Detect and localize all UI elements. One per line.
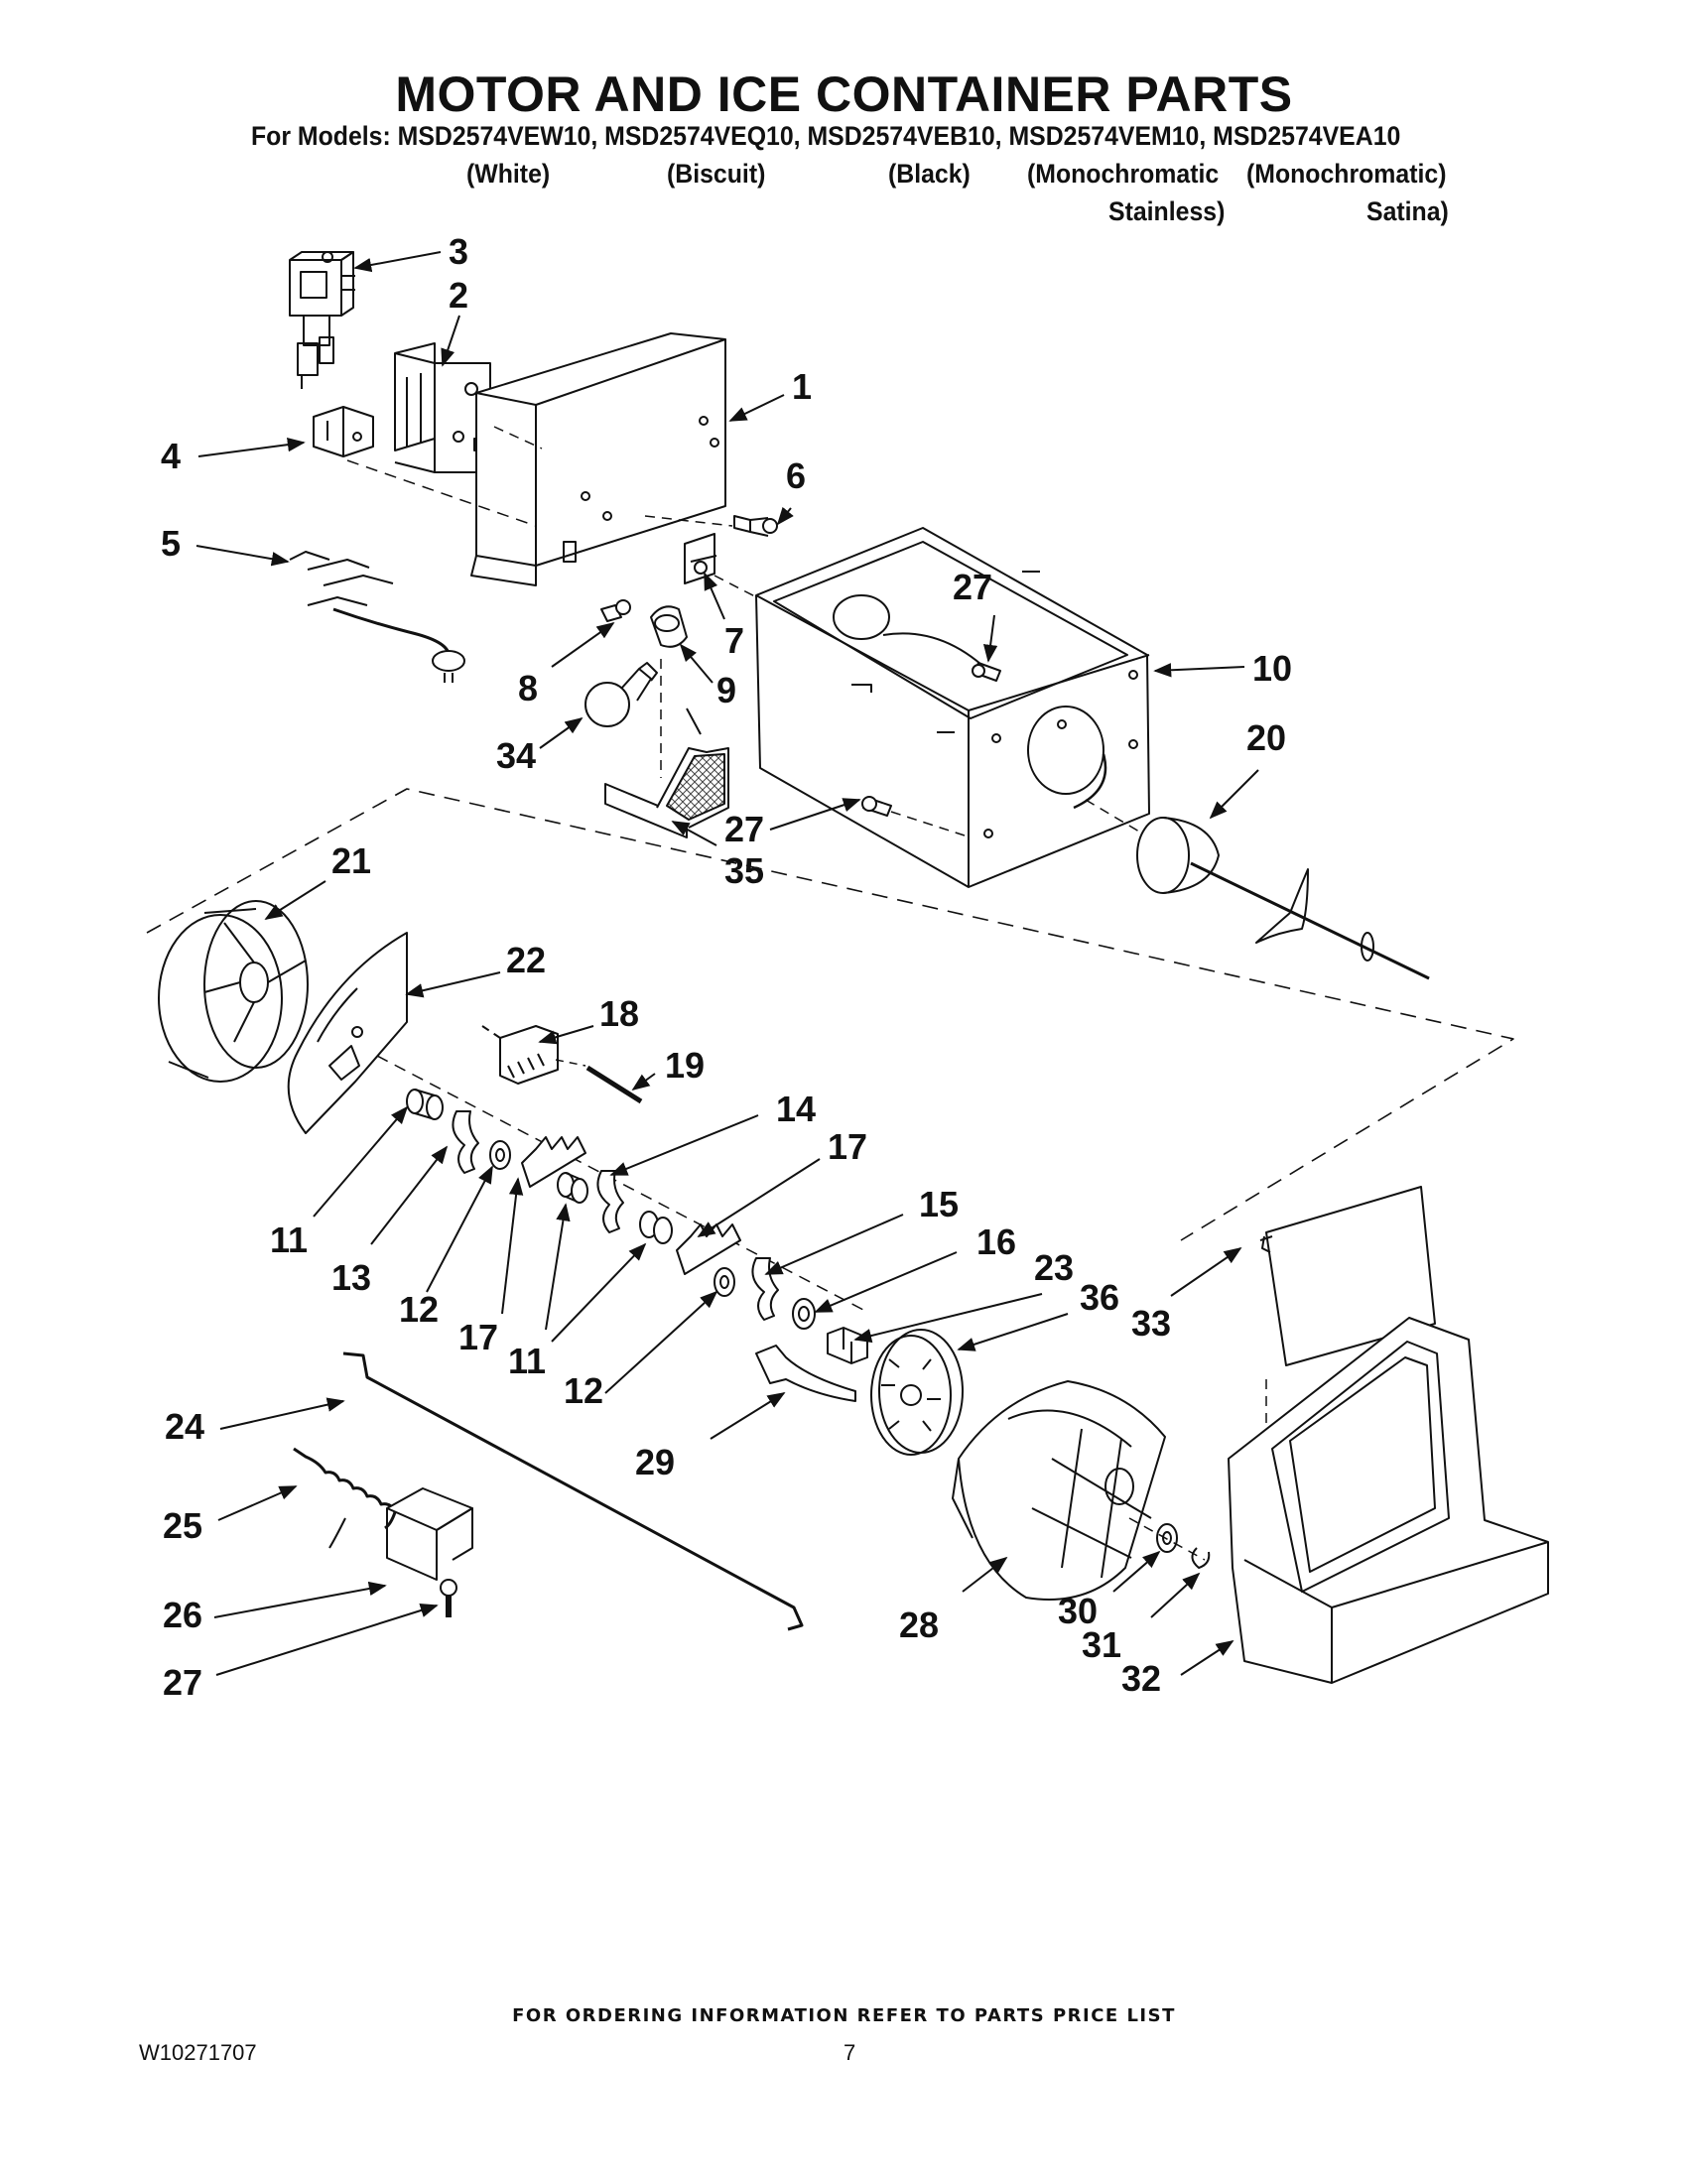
callout-9: 9 — [716, 670, 736, 710]
part-17-blade-a — [521, 1136, 586, 1188]
callout-2: 2 — [449, 275, 468, 316]
callout-16: 16 — [976, 1221, 1016, 1262]
callout-3: 3 — [449, 231, 468, 272]
part-32-front-housing — [1228, 1317, 1549, 1684]
part-27-screw-a — [972, 662, 1001, 682]
callout-25: 25 — [163, 1505, 202, 1546]
callout-20: 20 — [1246, 717, 1286, 758]
callout-6: 6 — [786, 455, 806, 496]
callout-27-a: 27 — [953, 567, 992, 607]
callout-8: 8 — [518, 668, 538, 708]
page-number: 7 — [844, 2040, 856, 2065]
callout-21: 21 — [331, 840, 371, 881]
part-25-spring — [293, 1447, 397, 1549]
part-27-screw-b — [861, 796, 892, 817]
part-15-blade — [751, 1257, 779, 1321]
callout-18: 18 — [599, 993, 639, 1034]
part-31-clip — [1191, 1547, 1211, 1569]
callout-34: 34 — [496, 735, 536, 776]
callout-11-a: 11 — [270, 1220, 308, 1260]
part-9-socket — [650, 605, 688, 648]
callout-4: 4 — [161, 436, 181, 476]
part-11-spacer-b — [557, 1172, 588, 1204]
callout-15: 15 — [919, 1184, 959, 1224]
part-33-door — [1259, 1186, 1436, 1366]
variant-black: (Black) — [888, 159, 971, 189]
callout-27-b: 27 — [724, 809, 764, 849]
part-11-spacer-c — [639, 1211, 673, 1244]
callout-5: 5 — [161, 523, 181, 564]
callout-26: 26 — [163, 1595, 202, 1635]
part-7-bracket — [684, 533, 717, 584]
callout-19: 19 — [665, 1045, 705, 1086]
variant-monochromatic-stainless: (Monochromatic — [1027, 159, 1220, 189]
page-title: MOTOR AND ICE CONTAINER PARTS — [395, 66, 1293, 122]
callout-36: 36 — [1080, 1277, 1119, 1318]
callout-17-a: 17 — [458, 1317, 498, 1357]
variant-biscuit: (Biscuit) — [667, 159, 766, 189]
callout-1: 1 — [792, 366, 812, 407]
callout-12-b: 12 — [564, 1370, 603, 1411]
part-27-screw-c — [440, 1579, 457, 1617]
part-24-rod — [342, 1351, 804, 1631]
part-16-washer — [792, 1298, 816, 1330]
callout-17-b: 17 — [828, 1126, 867, 1167]
part-22-plate — [287, 932, 408, 1134]
part-34-bulb — [584, 662, 658, 727]
callout-13: 13 — [331, 1257, 371, 1298]
part-6-screw — [733, 515, 778, 537]
part-19-pin — [585, 1065, 643, 1104]
part-12-washer-a — [489, 1140, 511, 1170]
callout-30: 30 — [1058, 1591, 1098, 1631]
callout-11-b: 11 — [508, 1341, 546, 1381]
part-1-housing — [470, 332, 726, 586]
ordering-note: FOR ORDERING INFORMATION REFER TO PARTS … — [512, 2005, 1176, 2026]
document-number: W10271707 — [139, 2040, 257, 2065]
callout-14: 14 — [776, 1089, 816, 1129]
variant-white: (White) — [466, 159, 551, 189]
variant-stainless-line2: Stainless) — [1108, 196, 1226, 226]
part-18-crusher — [481, 1025, 559, 1085]
part-29-bracket — [755, 1345, 856, 1402]
callout-10: 10 — [1252, 648, 1292, 689]
part-28-motor-housing — [952, 1380, 1166, 1601]
variant-satina-line2: Satina) — [1366, 196, 1449, 226]
callout-23: 23 — [1034, 1247, 1074, 1288]
part-13-blade — [452, 1110, 479, 1174]
assembly-outline — [146, 788, 1514, 1241]
callout-29: 29 — [635, 1442, 675, 1482]
callout-33: 33 — [1131, 1303, 1171, 1344]
part-4-bracket — [313, 406, 374, 457]
callout-28: 28 — [899, 1605, 939, 1645]
part-26-cover — [386, 1487, 473, 1581]
part-17-blade-b — [676, 1223, 741, 1275]
part-20-auger — [1136, 817, 1430, 980]
part-2-motor — [394, 342, 495, 473]
callout-32: 32 — [1121, 1658, 1161, 1699]
callout-31: 31 — [1082, 1624, 1121, 1665]
part-35-light-cover — [604, 707, 729, 838]
part-10-ice-container — [755, 527, 1150, 888]
part-30-washer — [1156, 1523, 1178, 1553]
part-21-drum — [158, 900, 309, 1083]
models-line: For Models: MSD2574VEW10, MSD2574VEQ10, … — [251, 121, 1401, 151]
part-23-coupler — [827, 1327, 868, 1364]
variant-monochromatic-satina: (Monochromatic) — [1246, 159, 1447, 189]
callout-35: 35 — [724, 850, 764, 891]
part-11-spacer-a — [406, 1089, 444, 1120]
part-36-gear-plate — [870, 1329, 964, 1456]
callout-24: 24 — [165, 1406, 204, 1447]
part-5-harness — [289, 551, 465, 683]
callout-7: 7 — [724, 620, 744, 661]
callout-12-a: 12 — [399, 1289, 439, 1330]
part-14-blade — [596, 1170, 624, 1233]
callout-22: 22 — [506, 940, 546, 980]
part-8-screw — [600, 599, 631, 622]
callout-27-c: 27 — [163, 1662, 202, 1703]
part-12-washer-b — [714, 1267, 735, 1297]
part-3-solenoid — [289, 251, 355, 389]
